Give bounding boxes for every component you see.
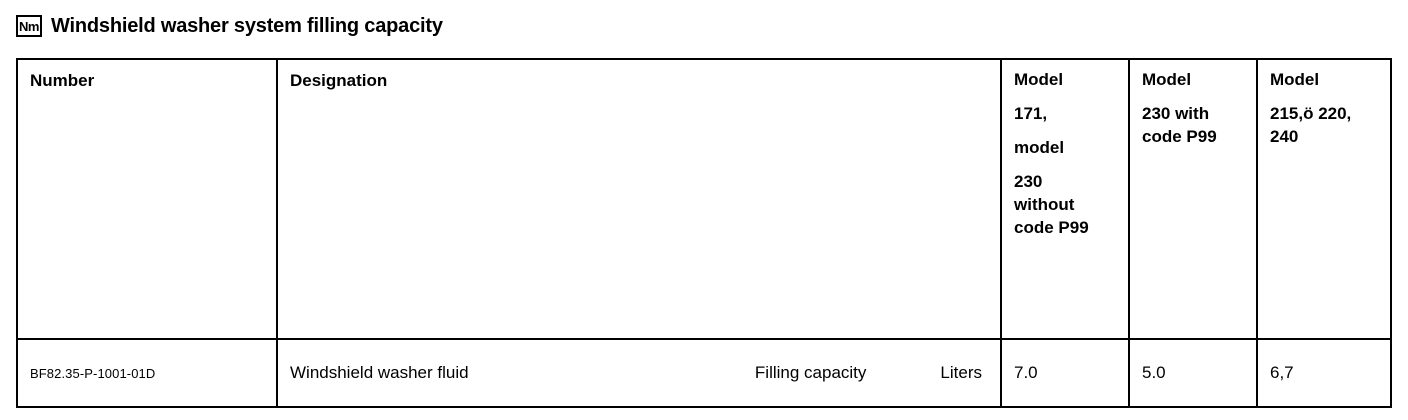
column-header-model-1-lines: Model 171, model 230 without code P99 [1014,70,1116,238]
model-3-line-2: 215,ö 220, [1270,104,1352,123]
cell-value-model-3: 6,7 [1258,340,1390,406]
model-1-line-3: model [1014,138,1065,157]
torque-nm-icon: Nm [16,15,42,37]
value-model-1: 7.0 [1014,363,1038,382]
cell-value-model-2: 5.0 [1130,340,1258,406]
designation-value: Windshield washer fluid [290,363,469,382]
page-title: Windshield washer system filling capacit… [51,14,443,37]
designation-content: Windshield washer fluid Filling capacity… [290,363,988,383]
cell-designation: Windshield washer fluid Filling capacity… [278,340,1002,406]
column-header-model-1: Model 171, model 230 without code P99 [1002,60,1130,338]
specification-table: Number Designation Model 171, model 230 … [16,58,1392,408]
value-model-3: 6,7 [1270,363,1294,382]
table-row: BF82.35-P-1001-01D Windshield washer flu… [18,338,1390,406]
model-2-line-1: Model [1142,70,1192,89]
model-1-line-2: 171, [1014,104,1048,123]
column-header-number: Number [18,60,278,338]
part-number-value: BF82.35-P-1001-01D [30,365,156,381]
model-3-line-3: 240 [1270,127,1299,146]
cell-value-model-1: 7.0 [1002,340,1130,406]
column-header-model-3-lines: Model 215,ö 220, 240 [1270,70,1378,147]
model-1-line-6: code P99 [1014,218,1089,237]
table-header-row: Number Designation Model 171, model 230 … [18,60,1390,338]
column-header-model-3: Model 215,ö 220, 240 [1258,60,1390,338]
model-3-line-1: Model [1270,70,1320,89]
model-2-line-3: code P99 [1142,127,1217,146]
model-1-line-5: without [1014,195,1075,214]
section-title: Nm Windshield washer system filling capa… [16,12,443,40]
cell-part-number: BF82.35-P-1001-01D [18,340,278,406]
model-1-line-1: Model [1014,70,1064,89]
model-1-line-4: 230 [1014,172,1043,191]
column-header-number-label: Number [30,71,95,90]
value-model-2: 5.0 [1142,363,1166,382]
column-header-designation-label: Designation [290,71,388,90]
measure-label: Filling capacity [754,363,867,382]
unit-label: Liters [940,363,982,382]
model-2-line-2: 230 with [1142,104,1210,123]
column-header-model-2: Model 230 with code P99 [1130,60,1258,338]
column-header-designation: Designation [278,60,1002,338]
column-header-model-2-lines: Model 230 with code P99 [1142,70,1244,147]
